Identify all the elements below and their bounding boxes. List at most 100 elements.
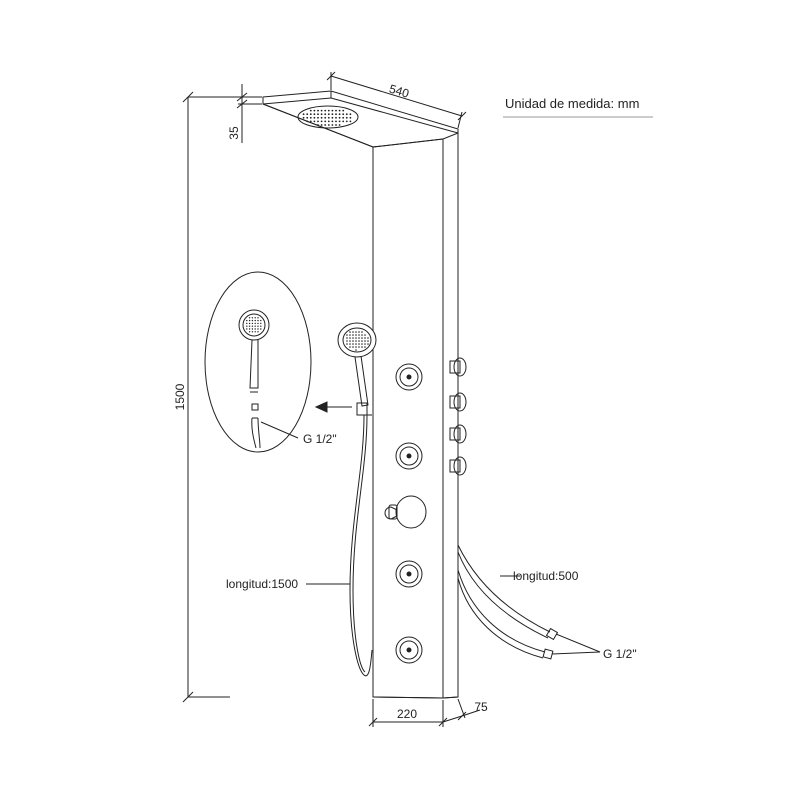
spray-nozzle-dot <box>349 113 352 116</box>
unit-label: Unidad de medida: mm <box>505 96 639 111</box>
hand-shower-hose <box>349 414 373 677</box>
spray-nozzle-dot <box>349 116 352 119</box>
spray-nozzle-dot <box>346 334 348 336</box>
hand-shower-hose-inner <box>352 414 368 673</box>
spray-nozzle-dot <box>331 109 334 112</box>
hand-shower-holder <box>356 402 368 416</box>
inlet-thread-leader-2 <box>551 651 601 655</box>
hand-hose-length-label: longitud:1500 <box>226 577 298 591</box>
spray-nozzle-dot <box>342 109 345 112</box>
spray-nozzle-dot <box>358 346 360 348</box>
spray-nozzle-dot <box>246 328 248 330</box>
rain-head-nozzle-area <box>297 105 359 129</box>
spray-nozzle-dot <box>367 343 369 345</box>
hand-shower <box>337 322 377 416</box>
detail-callout <box>204 271 312 453</box>
spray-nozzle-dot <box>317 109 319 112</box>
inlet-hose-length-label: longitud:500 <box>513 569 579 583</box>
spray-nozzle-dot <box>248 322 251 325</box>
spray-nozzle-dot <box>324 120 327 123</box>
spray-nozzle-dot <box>260 319 262 322</box>
spray-nozzle-dot <box>248 331 251 333</box>
mixer-knob <box>384 495 427 529</box>
spray-nozzle-dot <box>302 116 305 119</box>
spray-nozzle-dot <box>346 340 348 342</box>
spray-nozzle-dot <box>349 343 351 345</box>
hand-shower-thread-label: G 1/2" <box>303 432 337 446</box>
dimension-head-width <box>326 71 467 129</box>
spray-nozzle-dot <box>320 120 323 123</box>
spray-nozzle-dot <box>338 109 341 112</box>
spray-nozzle-dot <box>251 328 254 330</box>
spray-nozzle-dot <box>313 116 316 119</box>
spray-nozzle-dot <box>254 328 256 330</box>
spray-nozzle-dot <box>327 124 330 126</box>
spray-nozzle-dot <box>327 113 330 116</box>
head-width-label: 540 <box>388 82 412 101</box>
spray-nozzle-dot <box>352 346 354 348</box>
spray-nozzle-dot <box>342 116 345 119</box>
spray-nozzle-dot <box>317 113 319 116</box>
spray-nozzle-dot <box>346 337 348 339</box>
spray-nozzle-dot <box>260 322 262 325</box>
spray-nozzle-dot <box>331 120 334 123</box>
spray-nozzle-dot <box>327 120 330 123</box>
spray-nozzle-dot <box>246 319 248 322</box>
spray-nozzle-dot <box>313 113 316 116</box>
spray-nozzle-dot <box>331 124 334 126</box>
spray-nozzle-dot <box>358 343 360 345</box>
spray-nozzle-dot <box>361 346 363 348</box>
spray-nozzle-dot <box>345 113 348 116</box>
spray-nozzle-dot <box>358 334 360 336</box>
spray-nozzle-dot <box>260 328 262 330</box>
spray-nozzle-dot <box>309 120 312 123</box>
spray-nozzle-dot <box>320 116 323 119</box>
spray-nozzle-dot <box>355 346 357 348</box>
spray-nozzle-dot <box>355 343 357 345</box>
spray-nozzle-dot <box>352 343 354 345</box>
spray-nozzle-dot <box>257 325 259 327</box>
spray-nozzle-dot <box>364 334 366 336</box>
spray-nozzle-dot <box>257 319 259 322</box>
spray-nozzle-dot <box>309 116 312 119</box>
body-jet-1 <box>395 363 423 391</box>
spray-nozzle-dot <box>361 343 363 345</box>
spray-nozzle-dot <box>248 319 251 322</box>
spray-nozzle-dot <box>306 116 309 119</box>
spray-nozzle-dot <box>352 334 354 336</box>
spray-nozzle-dot <box>251 319 254 322</box>
spray-nozzle-dot <box>364 340 366 342</box>
detail-thread-leader <box>260 421 299 439</box>
spray-nozzle-dot <box>320 113 323 116</box>
spray-nozzle-dot <box>355 349 357 351</box>
diverter-knob-4 <box>449 456 467 476</box>
total-height-label: 1500 <box>173 383 187 410</box>
spray-nozzle-dot <box>324 109 327 112</box>
spray-nozzle-dot <box>317 120 319 123</box>
spray-nozzle-dot <box>327 109 330 112</box>
spray-nozzle-dot <box>254 325 256 327</box>
spray-nozzle-dot <box>306 113 309 116</box>
spray-nozzle-dot <box>251 317 254 319</box>
dimension-panel-depth <box>442 698 481 723</box>
panel-depth-label: 75 <box>474 700 488 714</box>
inlet-thread-leader-1 <box>555 633 601 653</box>
spray-nozzle-dot <box>345 120 348 123</box>
spray-nozzle-dot <box>248 325 251 327</box>
spray-nozzle-dot <box>248 317 251 319</box>
spray-nozzle-dot <box>349 340 351 342</box>
spray-nozzle-dot <box>335 124 337 126</box>
spray-nozzle-dot <box>331 113 334 116</box>
spray-nozzle-dot <box>352 331 354 333</box>
spray-nozzle-dot <box>338 124 341 126</box>
spray-nozzle-dot <box>324 124 327 126</box>
spray-nozzle-dot <box>335 116 337 119</box>
spray-nozzle-dot <box>361 337 363 339</box>
spray-nozzle-dot <box>352 337 354 339</box>
spray-nozzle-dot <box>320 124 323 126</box>
spray-nozzle-dot <box>331 116 334 119</box>
spray-nozzle-dot <box>313 109 316 112</box>
spray-nozzle-dot <box>246 325 248 327</box>
spray-nozzle-dot <box>251 325 254 327</box>
